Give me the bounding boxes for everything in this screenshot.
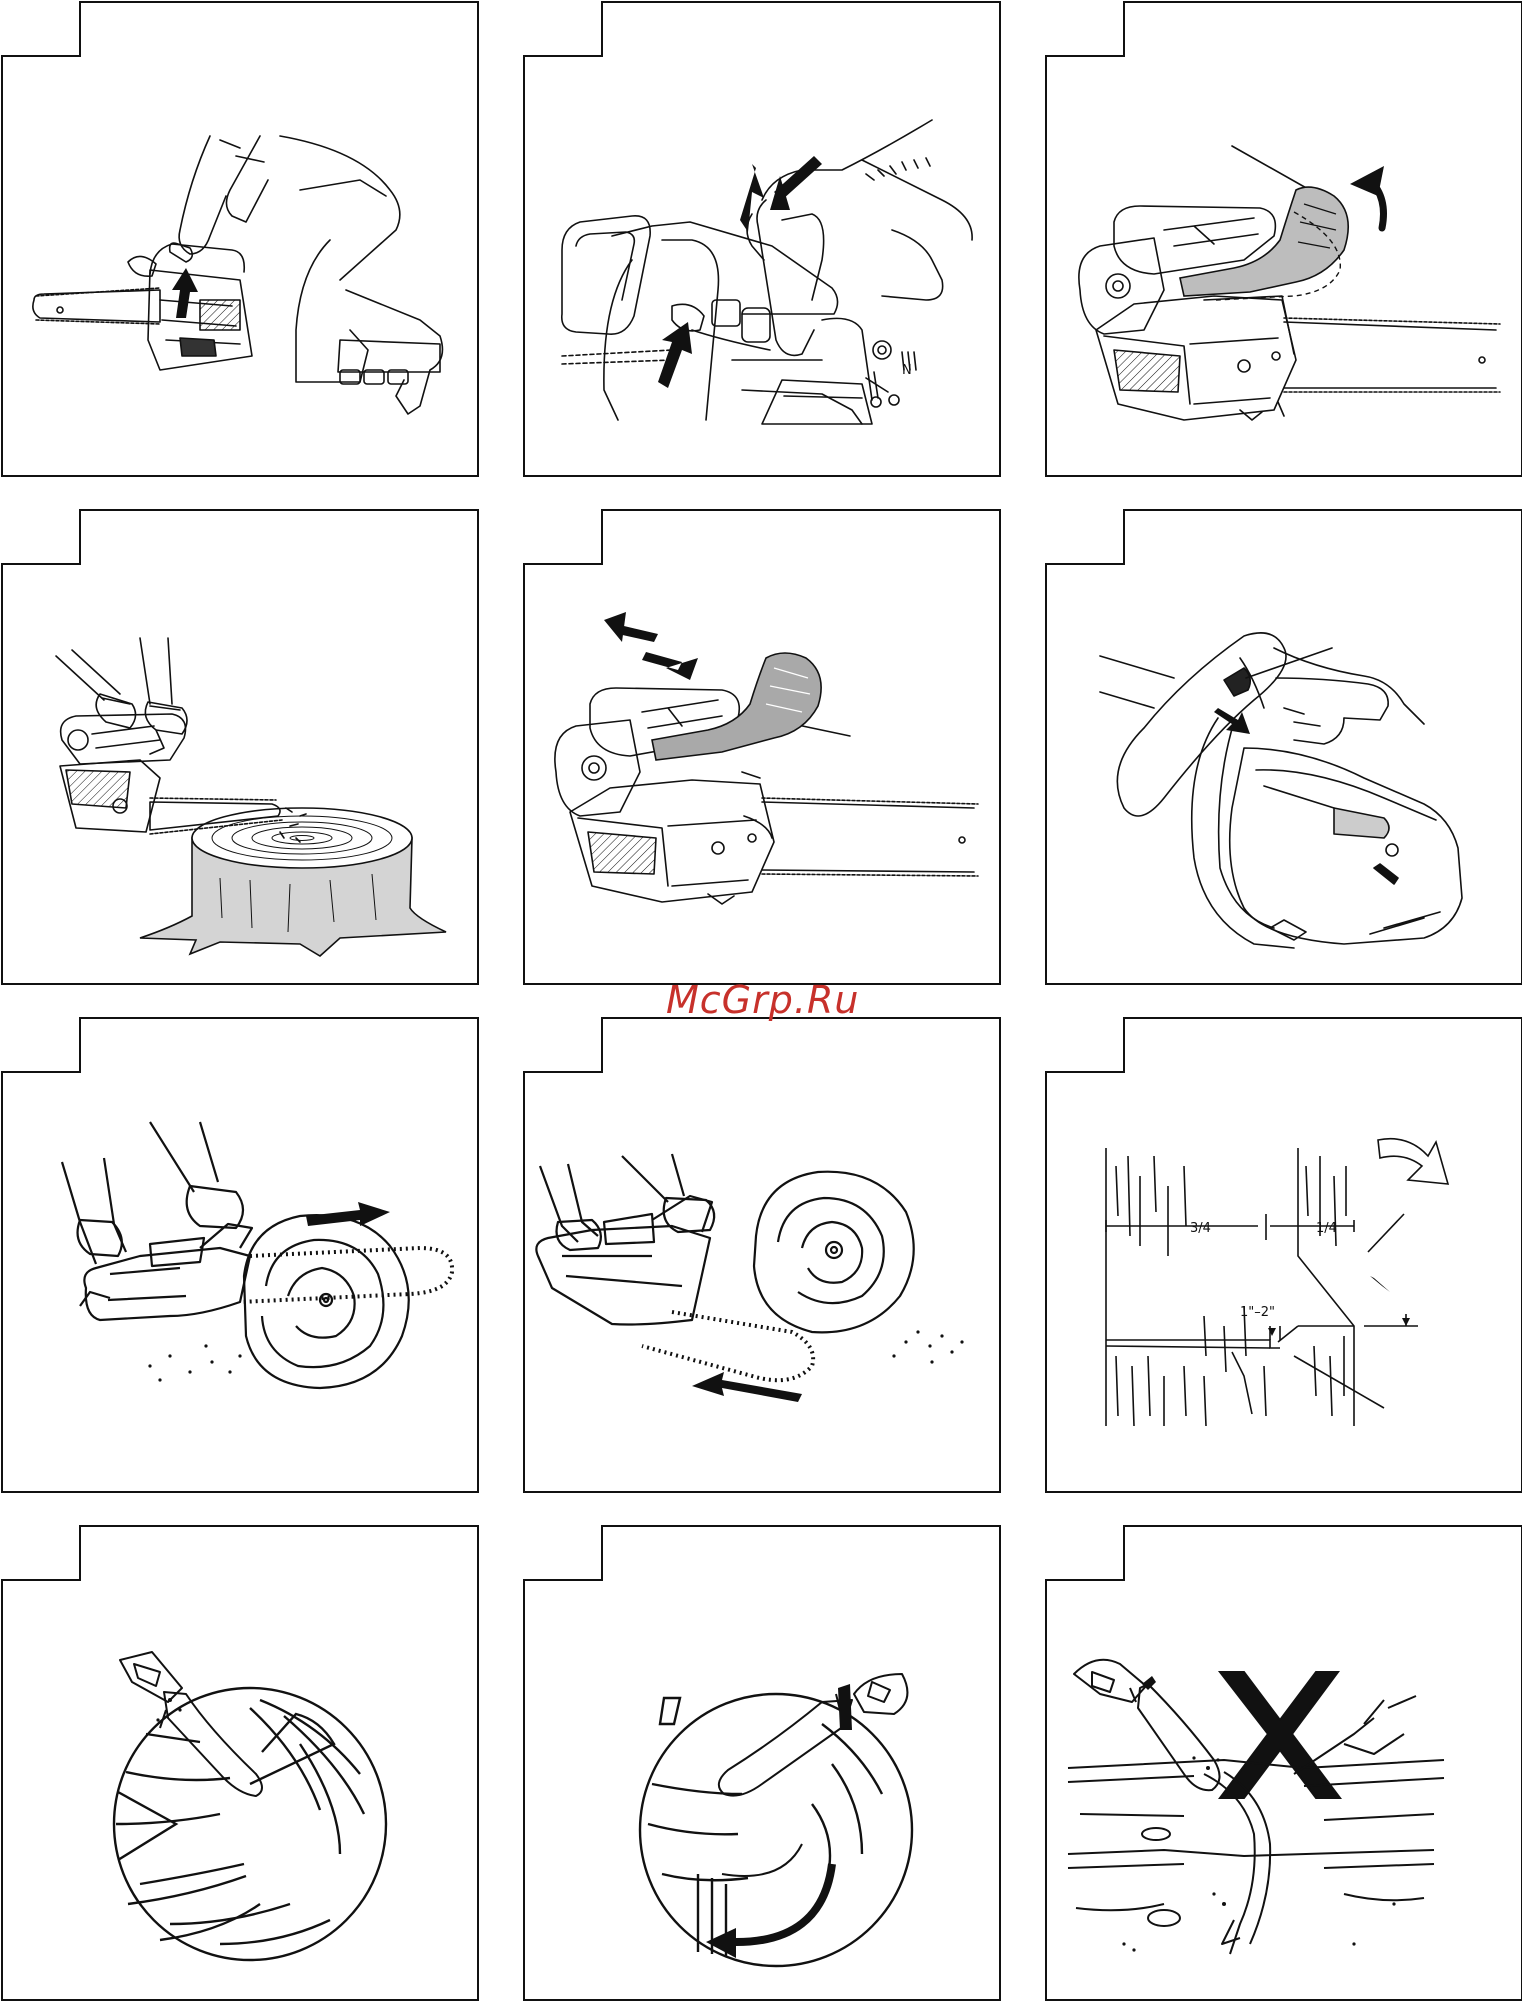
svg-text:N: N <box>902 363 912 378</box>
label-three-quarter: 3/4 <box>1190 1221 1211 1236</box>
panel-10 <box>2 1526 478 2000</box>
label-hinge: 1"–2" <box>1240 1305 1275 1320</box>
panel-11 <box>524 1526 1000 2000</box>
panel-1 <box>2 2 478 476</box>
panel-3 <box>1046 2 1522 476</box>
panel-5 <box>524 510 1000 984</box>
panel-2: N <box>524 2 1000 476</box>
label-one-quarter: 1/4 <box>1316 1221 1337 1236</box>
watermark-text: McGrp.Ru <box>666 978 876 1022</box>
panel-8 <box>524 1018 1000 1492</box>
panel-12 <box>1046 1526 1522 2000</box>
panel-4 <box>2 510 478 984</box>
panel-9: 3/4 1/4 1"–2" <box>1046 1018 1522 1492</box>
panel-7 <box>2 1018 478 1492</box>
panel-6 <box>1046 510 1522 984</box>
